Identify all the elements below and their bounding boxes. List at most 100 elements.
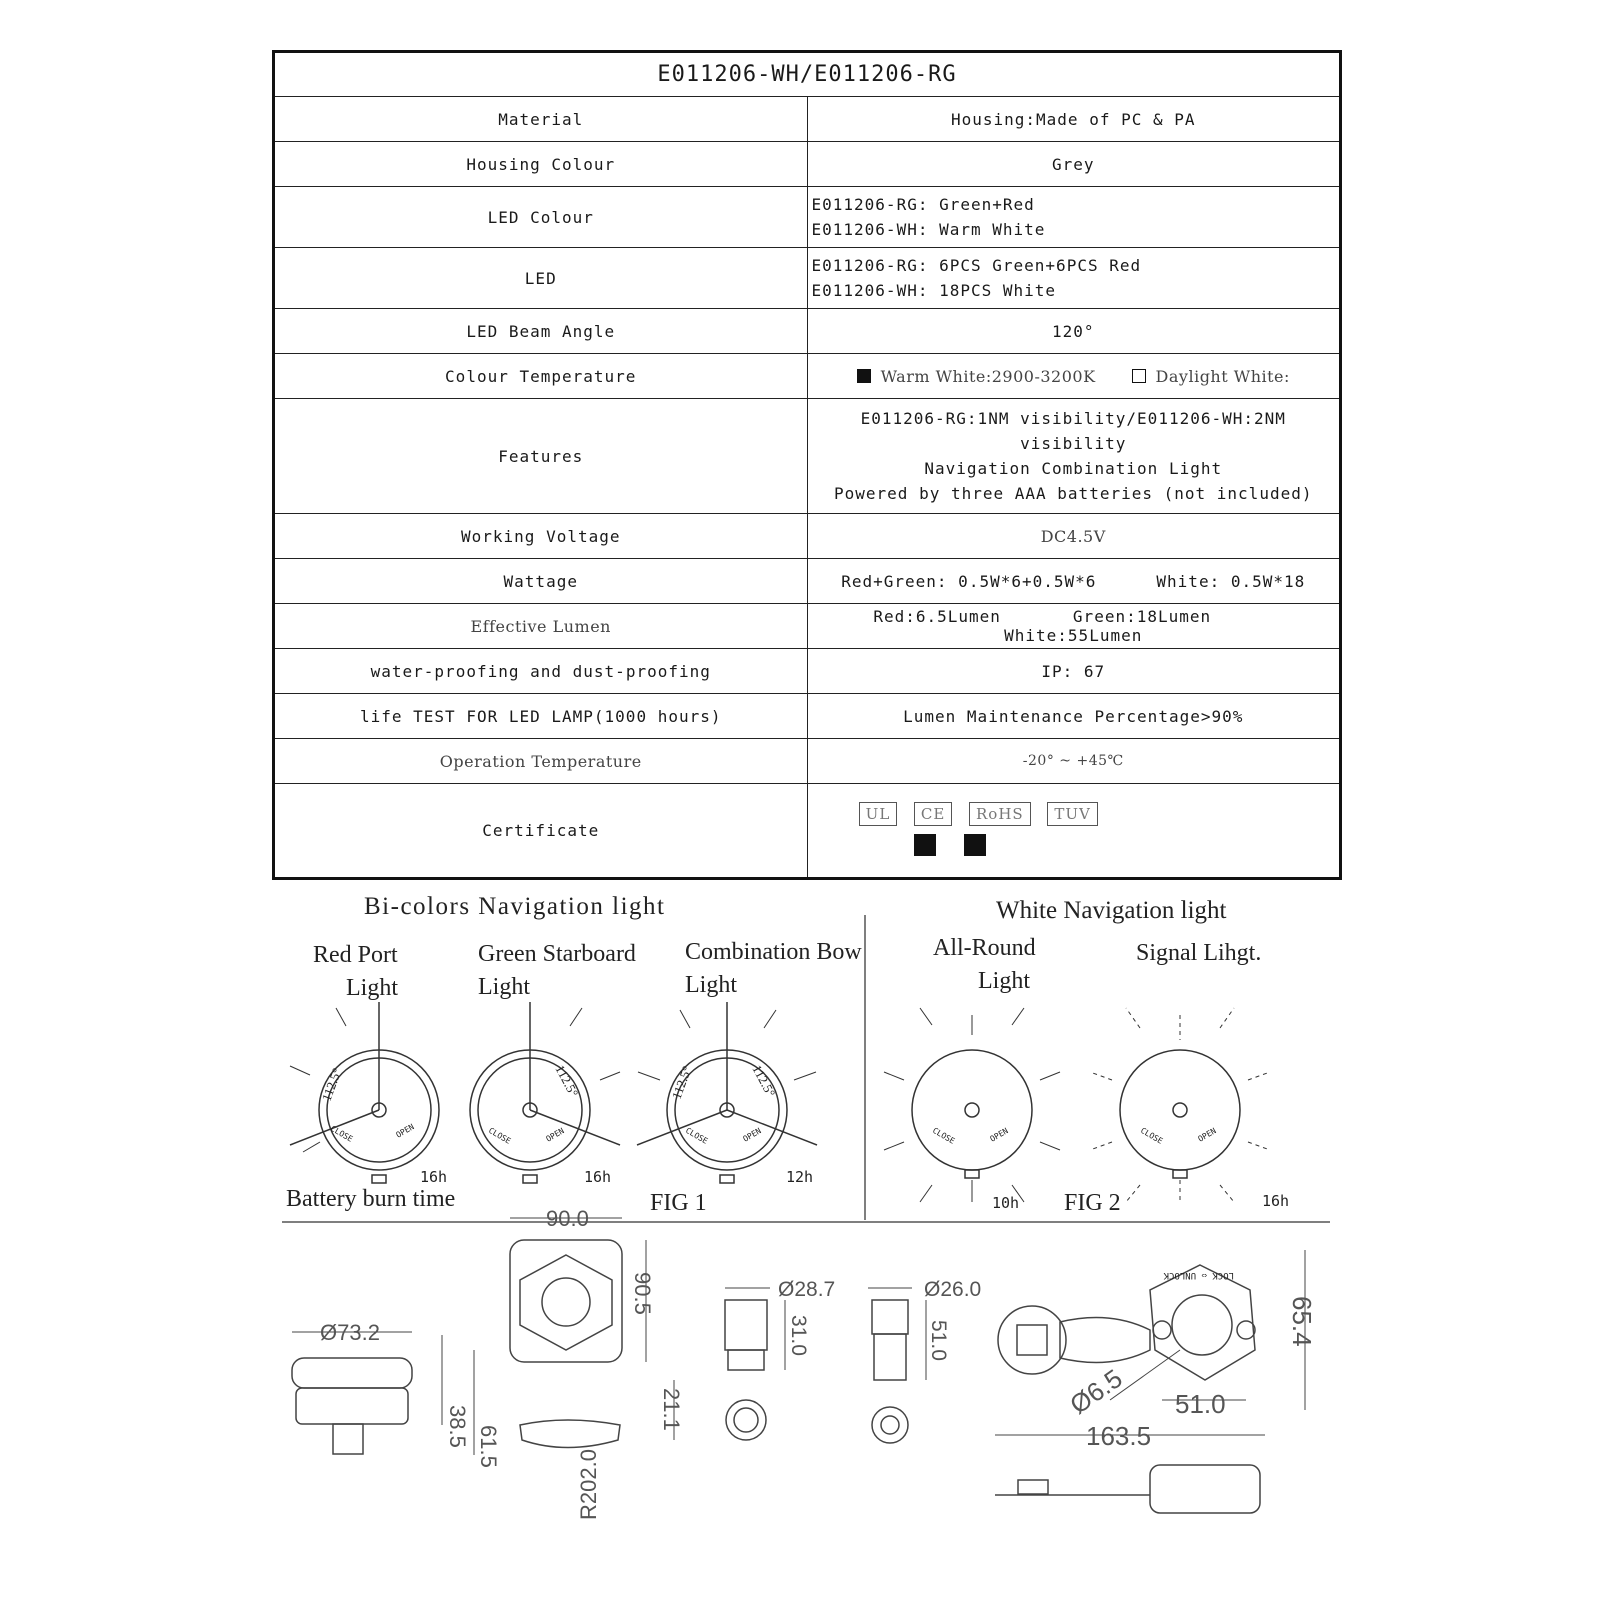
features-line: Powered by three AAA batteries (not incl… <box>834 484 1313 503</box>
lumen-red: Red:6.5Lumen <box>873 607 1001 626</box>
battery-burn-time-label: Battery burn time <box>286 1186 455 1212</box>
life-test-label: life TEST FOR LED LAMP(1000 hours) <box>273 693 808 739</box>
waterproof-value: IP: 67 <box>806 648 1341 694</box>
lamp-side-view <box>291 1331 475 1455</box>
dim-depth-21: 21.1 <box>659 1388 684 1431</box>
led-line: E011206-RG: 6PCS Green+6PCS Red <box>811 256 1142 275</box>
led-colour-line: E011206-RG: Green+Red <box>811 195 1035 214</box>
red-port-label: Red Port <box>313 942 398 968</box>
cert-ul-mark <box>914 833 937 856</box>
features-line: Navigation Combination Light <box>924 459 1223 478</box>
operation-temp-label: Operation Temperature <box>273 738 808 784</box>
colour-temp-label: Colour Temperature <box>273 353 808 399</box>
lumen-green: Green:18Lumen <box>1072 607 1212 626</box>
mounting-base-top-view <box>509 1217 675 1449</box>
connector-b <box>868 1287 927 1444</box>
all-round-label: Light <box>978 968 1030 994</box>
housing-colour-value: Grey <box>806 141 1341 187</box>
close-label: CLOSE <box>931 1126 957 1146</box>
fig2-caption: FIG 2 <box>1064 1190 1121 1216</box>
voltage-value: DC4.5V <box>806 513 1341 559</box>
beam-angle-label: LED Beam Angle <box>273 308 808 354</box>
features-line: E011206-RG:1NM visibility/E011206-WH:2NM… <box>860 409 1286 453</box>
all-round-label: All-Round <box>933 935 1036 961</box>
dim-width-51: 51.0 <box>1175 1389 1226 1419</box>
voltage-label: Working Voltage <box>273 513 808 559</box>
led-colour-line: E011206-WH: Warm White <box>811 220 1046 239</box>
dim-height-38: 38.5 <box>445 1405 470 1448</box>
warm-white-text: Warm White:2900-3200K <box>880 366 1096 386</box>
angle-label: 112.5° <box>319 1066 345 1103</box>
signal-lamp-diagram <box>1089 1007 1271 1203</box>
dim-radius-202: R202.0 <box>576 1449 601 1520</box>
open-label: OPEN <box>545 1126 566 1144</box>
features-label: Features <box>273 398 808 514</box>
beam-angle-value: 120° <box>806 308 1341 354</box>
certificate-value: UL CE RoHS TUV <box>806 783 1341 879</box>
dim-width-90: 90.0 <box>546 1206 589 1231</box>
lumen-white: White:55Lumen <box>1004 626 1143 645</box>
open-label: OPEN <box>742 1126 763 1144</box>
connector-a <box>724 1287 786 1441</box>
burn-time-all-round: 10h <box>992 1194 1019 1212</box>
open-label: OPEN <box>395 1122 416 1140</box>
dim-diameter-26: Ø26.0 <box>924 1278 981 1301</box>
all-round-lamp-diagram <box>883 1007 1061 1203</box>
angle-label: 112.5° <box>669 1064 695 1101</box>
angle-label: 112.5° <box>749 1062 778 1099</box>
material-label: Material <box>273 96 808 142</box>
daylight-white-checkbox <box>1131 368 1146 383</box>
warm-white-checkbox <box>856 368 871 383</box>
led-label: LED <box>273 247 808 309</box>
dim-diameter-6: Ø6.5 <box>1064 1363 1127 1420</box>
burn-time-bow: 12h <box>786 1168 813 1186</box>
close-label: CLOSE <box>684 1126 710 1146</box>
wattage-value: Red+Green: 0.5W*6+0.5W*6 White: 0.5W*18 <box>806 558 1341 604</box>
dim-diameter-28: Ø28.7 <box>778 1278 835 1301</box>
close-label: CLOSE <box>1139 1126 1165 1146</box>
dim-diameter-73: Ø73.2 <box>320 1320 380 1345</box>
wattage-red-green: Red+Green: 0.5W*6+0.5W*6 <box>841 571 1097 591</box>
lock-unlock-label: LOCK ⇔ UNLOCK <box>1163 1270 1234 1280</box>
certificate-label: Certificate <box>273 783 808 879</box>
material-value: Housing:Made of PC & PA <box>806 96 1341 142</box>
dim-height-31: 31.0 <box>787 1315 810 1356</box>
dim-height-90: 90.5 <box>630 1272 655 1315</box>
green-starboard-label: Green Starboard <box>478 941 636 967</box>
cert-ul: UL <box>858 801 898 826</box>
lumen-label: Effective Lumen <box>273 603 808 649</box>
burn-time-signal: 16h <box>1262 1192 1289 1210</box>
wattage-white: White: 0.5W*18 <box>1156 571 1306 591</box>
dim-height-51: 51.0 <box>927 1320 950 1361</box>
signal-light-label: Signal Lihgt. <box>1136 940 1261 966</box>
navigation-light-figures: Bi-colors Navigation light White Navigat… <box>282 893 1330 1520</box>
combination-bow-label: Light <box>685 972 737 998</box>
combination-bow-label: Combination Bow <box>685 939 862 965</box>
fig1-caption: FIG 1 <box>650 1190 707 1216</box>
led-line: E011206-WH: 18PCS White <box>811 281 1057 300</box>
open-label: OPEN <box>1197 1126 1218 1144</box>
features-value: E011206-RG:1NM visibility/E011206-WH:2NM… <box>806 398 1341 514</box>
burn-time-green: 16h <box>584 1168 611 1186</box>
close-label: CLOSE <box>329 1124 355 1144</box>
bi-colors-title: Bi-colors Navigation light <box>364 893 665 920</box>
cert-tuv: TUV <box>1047 801 1098 826</box>
green-starboard-label: Light <box>478 974 530 1000</box>
dim-height-65: 65.4 <box>1287 1296 1317 1347</box>
dim-height-61: 61.5 <box>476 1425 501 1468</box>
cert-ce: CE <box>913 801 953 826</box>
housing-colour-label: Housing Colour <box>273 141 808 187</box>
close-label: CLOSE <box>487 1126 513 1146</box>
open-label: OPEN <box>989 1126 1010 1144</box>
burn-time-red: 16h <box>420 1168 447 1186</box>
cert-rohs: RoHS <box>969 801 1031 826</box>
led-colour-label: LED Colour <box>273 186 808 248</box>
cert-ce-mark <box>964 833 987 856</box>
green-starboard-lamp-diagram <box>469 1002 621 1184</box>
lumen-value: Red:6.5Lumen Green:18LumenWhite:55Lumen <box>806 603 1341 649</box>
angle-label: 112.5° <box>552 1062 581 1099</box>
